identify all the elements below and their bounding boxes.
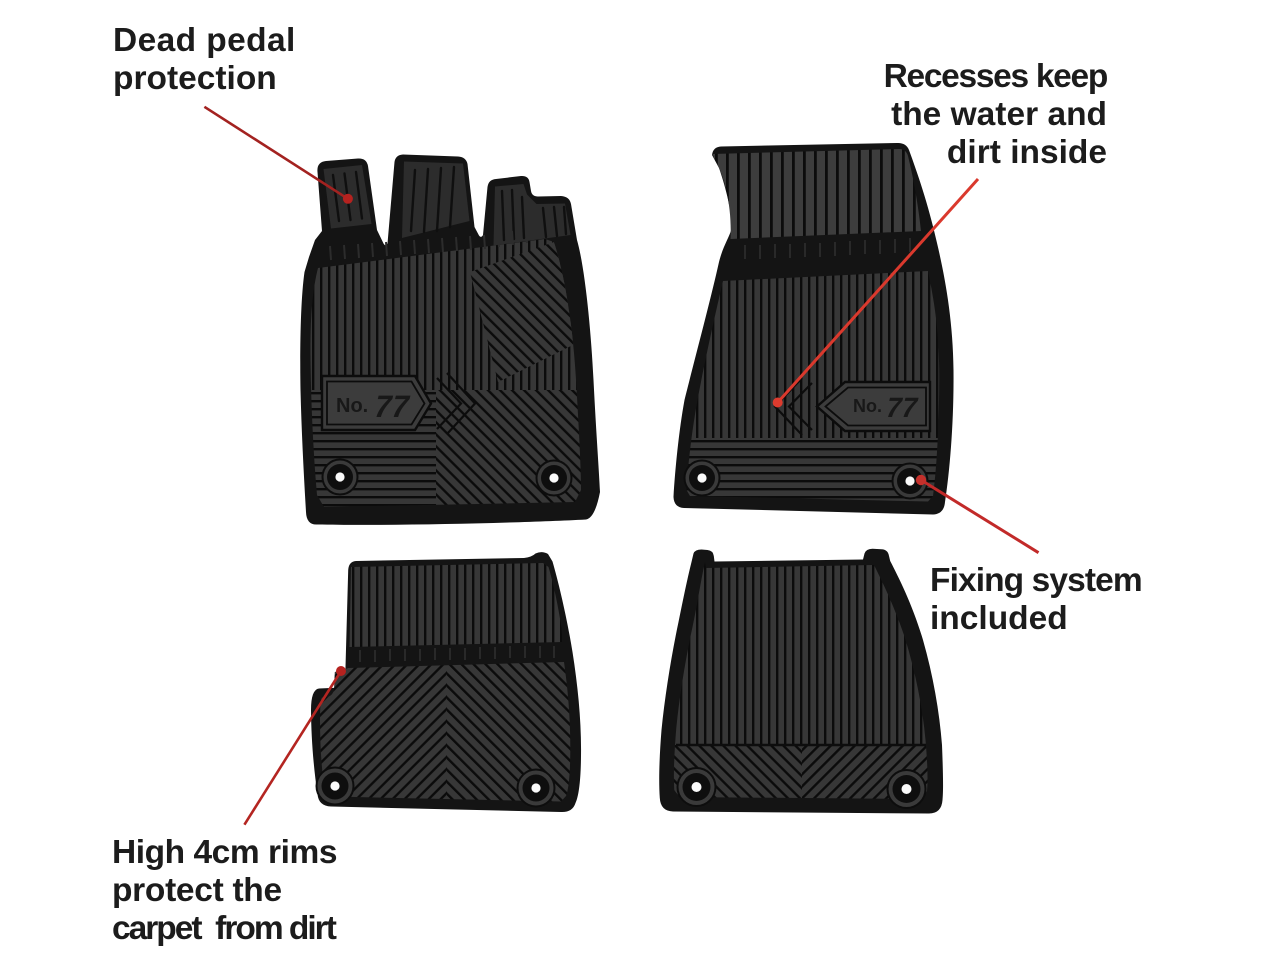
svg-text:No.: No. (336, 395, 368, 417)
svg-text:No.: No. (853, 396, 882, 416)
svg-text:77: 77 (370, 389, 413, 423)
